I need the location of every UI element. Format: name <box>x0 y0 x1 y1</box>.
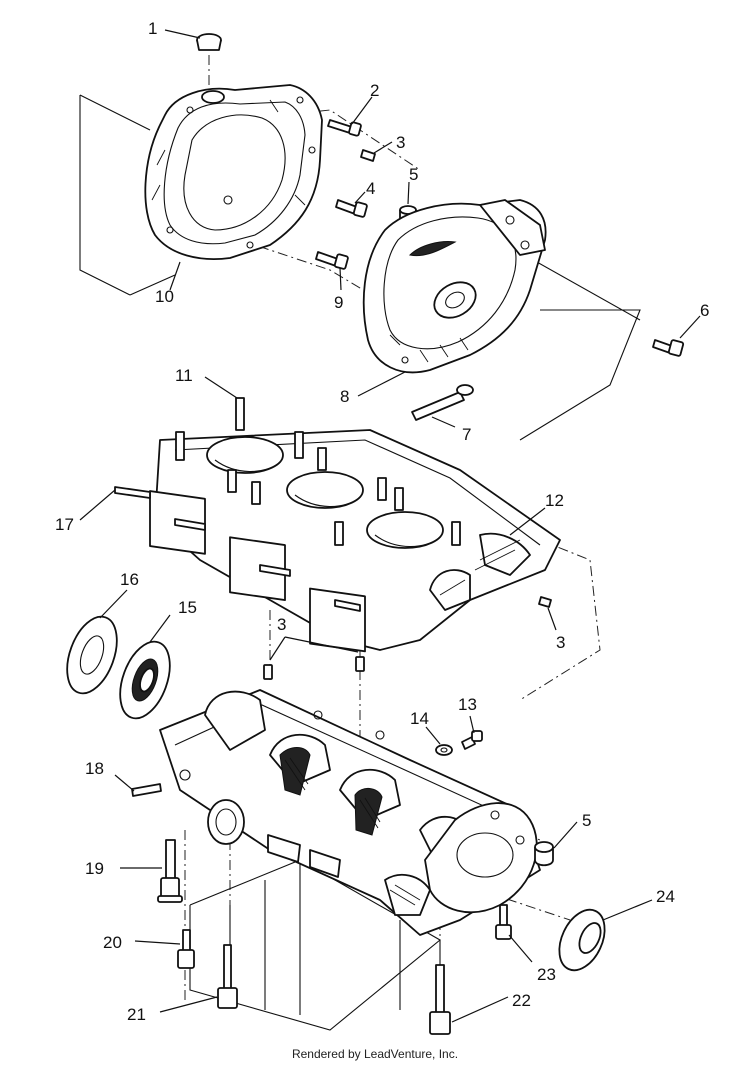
bolt-22-part <box>429 964 451 1035</box>
callout-1: 1 <box>148 19 157 38</box>
callout-10: 10 <box>155 287 174 306</box>
callout-12: 12 <box>545 491 564 510</box>
rear-housing-part <box>362 199 547 374</box>
stud-18-part <box>131 783 162 797</box>
bolt-19-part <box>157 839 183 903</box>
callout-6: 6 <box>700 301 709 320</box>
strap-7-part <box>411 384 474 421</box>
footer-credit: Rendered by LeadVenture, Inc. <box>291 1047 459 1061</box>
callout-3: 3 <box>396 133 405 152</box>
callout-14: 14 <box>410 709 429 728</box>
washer-14-part <box>435 744 453 756</box>
callout-22: 22 <box>512 991 531 1010</box>
bolt-9-part <box>315 251 349 270</box>
callout-2: 2 <box>370 81 379 100</box>
bolt-23-part <box>495 904 512 940</box>
dowel-pin-3-right-part <box>538 596 552 608</box>
callout-19: 19 <box>85 859 104 878</box>
callout-13: 13 <box>458 695 477 714</box>
callout-15: 15 <box>178 598 197 617</box>
callout-23: 23 <box>537 965 556 984</box>
callout-7: 7 <box>462 425 471 444</box>
dowel-pin-3-center-part <box>263 656 365 680</box>
bushing-5-bottom-part <box>534 841 554 867</box>
bolt-2-part <box>327 119 362 137</box>
callout-5-bottom: 5 <box>582 811 591 830</box>
callout-labels: 1 2 3 4 5 6 7 8 9 10 11 12 3 3 13 14 15 … <box>55 19 709 1024</box>
callout-3-center: 3 <box>277 615 286 634</box>
callout-20: 20 <box>103 933 122 952</box>
callout-3-right: 3 <box>556 633 565 652</box>
callout-5: 5 <box>409 165 418 184</box>
callout-24: 24 <box>656 887 675 906</box>
plug-part <box>196 33 222 95</box>
dowel-pin-3-part <box>360 149 376 162</box>
callout-18: 18 <box>85 759 104 778</box>
bolt-4-part <box>335 199 368 218</box>
bolt-21-part <box>217 944 238 1009</box>
front-housing-part <box>144 84 323 260</box>
callout-11: 11 <box>175 366 193 385</box>
callout-4: 4 <box>366 179 375 198</box>
callout-8: 8 <box>340 387 349 406</box>
callout-17: 17 <box>55 515 74 534</box>
seal-24-part <box>558 908 606 972</box>
bolt-20-part <box>177 929 195 969</box>
callout-9: 9 <box>334 293 343 312</box>
callout-21: 21 <box>127 1005 146 1024</box>
seal-15-part <box>119 640 171 720</box>
callout-leader-lines <box>79 29 701 1023</box>
callout-16: 16 <box>120 570 139 589</box>
bolt-6-part <box>652 339 685 357</box>
upper-crankcase-part <box>114 397 561 653</box>
lower-crankcase-part <box>159 689 541 936</box>
seal-16-part <box>66 615 118 695</box>
bolt-13-part <box>461 730 483 750</box>
